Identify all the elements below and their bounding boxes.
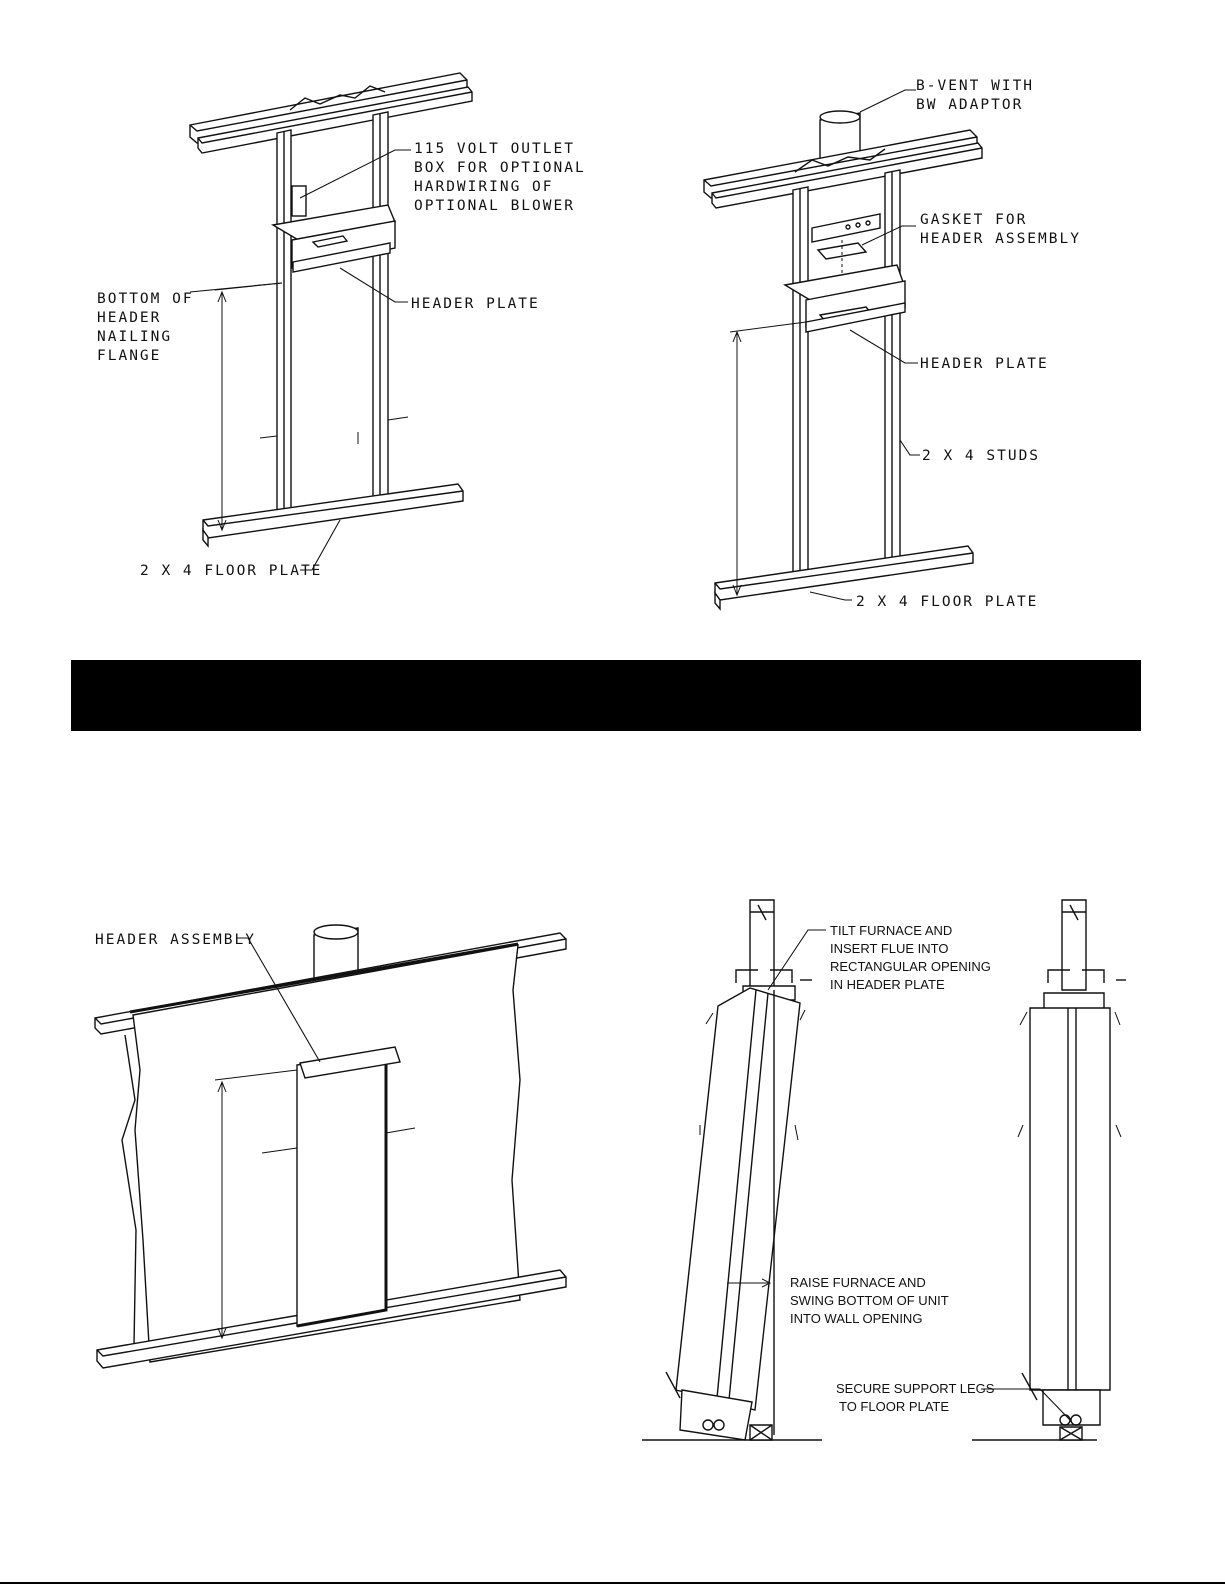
callout-floor-plate: 2 X 4 FLOOR PLATE — [140, 563, 322, 579]
callout-tilt-line-4: IN HEADER PLATE — [830, 977, 945, 992]
section-banner — [71, 660, 1141, 731]
top-plate — [189, 72, 473, 154]
figure-furnace-install: TILT FURNACE AND INSERT FLUE INTO RECTAN… — [642, 899, 1126, 1441]
figure-framing-vent: B-VENT WITH BW ADAPTOR GASKET FOR HEADER… — [703, 78, 1081, 611]
top-plate-right — [703, 129, 983, 209]
figure-framing-outlet: 115 VOLT OUTLET BOX FOR OPTIONAL HARDWIR… — [97, 72, 586, 579]
stud-left — [276, 129, 292, 524]
callout-b-vent-line-2: BW ADAPTOR — [916, 97, 1023, 113]
header-plate — [271, 204, 396, 273]
vent-pipe-wall — [313, 924, 359, 986]
bw-adaptor — [811, 213, 881, 243]
callout-secure-line-1: SECURE SUPPORT LEGS — [836, 1381, 995, 1396]
callout-raise-line-3: INTO WALL OPENING — [790, 1311, 922, 1326]
callout-header-plate: HEADER PLATE — [411, 296, 540, 312]
callout-bottom-header-line-2: HEADER — [97, 310, 161, 326]
callout-bottom-header-line-3: NAILING — [97, 329, 172, 345]
stud-left-right-fig — [792, 186, 809, 584]
wall-opening — [296, 1046, 401, 1328]
callout-header-assembly: HEADER ASSEMBLY — [95, 932, 256, 948]
callout-bottom-header-line-1: BOTTOM OF — [97, 291, 194, 307]
callout-tilt-line-1: TILT FURNACE AND — [830, 923, 952, 938]
callout-outlet-box-line-4: OPTIONAL BLOWER — [414, 198, 575, 214]
furnace-tilted — [642, 899, 822, 1441]
floor-plate-right — [714, 545, 974, 611]
stud-right — [372, 111, 389, 506]
callout-bottom-header-line-4: FLANGE — [97, 348, 161, 364]
callout-outlet-box-line-3: HARDWIRING OF — [414, 179, 554, 195]
gasket — [816, 242, 868, 260]
callout-secure-line-2: TO FLOOR PLATE — [839, 1399, 949, 1414]
callout-studs: 2 X 4 STUDS — [922, 448, 1040, 464]
callout-outlet-box-line-1: 115 VOLT OUTLET — [414, 141, 575, 157]
callout-tilt-line-3: RECTANGULAR OPENING — [830, 959, 991, 974]
callout-tilt-line-2: INSERT FLUE INTO — [830, 941, 948, 956]
bottom-rule — [0, 1582, 1225, 1584]
callout-gasket-line-1: GASKET FOR — [920, 212, 1027, 228]
callout-raise-line-2: SWING BOTTOM OF UNIT — [790, 1293, 949, 1308]
floor-plate — [202, 483, 464, 548]
callout-raise-line-1: RAISE FURNACE AND — [790, 1275, 926, 1290]
callout-header-plate-right: HEADER PLATE — [920, 356, 1049, 372]
outlet-box — [291, 185, 307, 217]
stud-right-right-fig — [884, 169, 901, 567]
callout-floor-plate-right: 2 X 4 FLOOR PLATE — [856, 594, 1038, 610]
figure-finished-wall: HEADER ASSEMBLY — [94, 924, 567, 1369]
callout-outlet-box-line-2: BOX FOR OPTIONAL — [414, 160, 586, 176]
callout-b-vent-line-1: B-VENT WITH — [916, 78, 1034, 94]
furnace-installed — [972, 899, 1126, 1441]
header-plate-right — [783, 264, 906, 333]
callout-gasket-line-2: HEADER ASSEMBLY — [920, 231, 1081, 247]
